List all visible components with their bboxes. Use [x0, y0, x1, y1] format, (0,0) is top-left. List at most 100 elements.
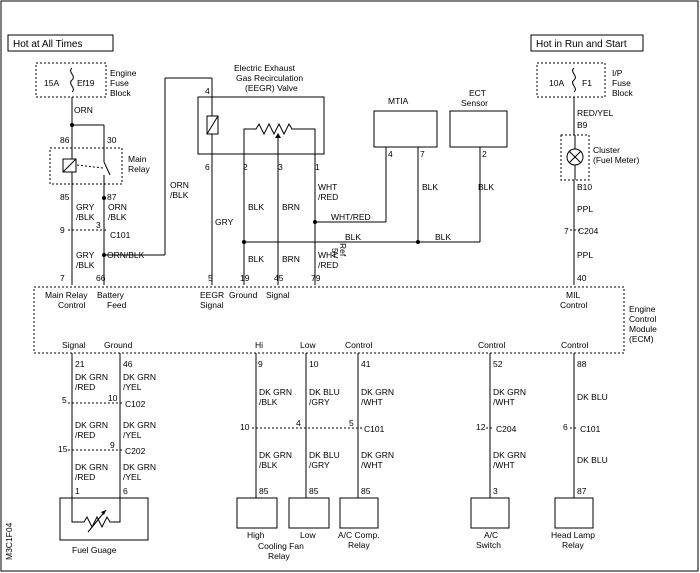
relay-link: [76, 164, 104, 169]
eegr-pin: 2: [243, 162, 248, 172]
ect-title: Sensor: [461, 98, 488, 108]
ecm-label: Signal: [62, 340, 86, 350]
main-relay: [49, 147, 123, 185]
ecm-name: Control: [629, 314, 657, 324]
mtia-module: [373, 110, 438, 148]
connector-pin: 85: [309, 486, 319, 496]
ecm-pin: 79: [311, 273, 321, 283]
connector-pin: 85: [361, 486, 371, 496]
ecm-pin: 7: [60, 273, 65, 283]
head-lamp-title: Relay: [562, 540, 584, 550]
ecm-label: Main Relay: [45, 290, 88, 300]
wire-label: DK BLU: [309, 450, 340, 460]
connector-pin: 10: [240, 422, 250, 432]
wire-label: /WHT: [361, 460, 383, 470]
ac-switch: [470, 497, 510, 529]
ecm-name: Module: [629, 324, 657, 334]
wire-label: DK GRN: [123, 462, 156, 472]
wire-label: /YEL: [123, 430, 142, 440]
ac-comp-relay: [339, 497, 379, 529]
connector-label: C204: [578, 226, 599, 236]
wire-label: /RED: [318, 192, 338, 202]
connector-pin: 3: [493, 486, 498, 496]
connector-pin: B10: [577, 182, 592, 192]
eegr-pin: 4: [205, 86, 210, 96]
wire-label: /BLK: [170, 190, 189, 200]
fuse-ef19-symbol: [70, 67, 74, 93]
connector-pin: B9: [577, 120, 588, 130]
wire-label: DK GRN: [123, 420, 156, 430]
fuse-block-label: Fuse: [110, 78, 129, 88]
eegr-title: Gas Recirculation: [236, 73, 303, 83]
connector-label: C101: [110, 230, 131, 240]
fuel-gauge-title: Fuel Guage: [72, 545, 117, 555]
wire-label: GRY: [76, 202, 95, 212]
connector-pin: 85: [259, 486, 269, 496]
wire-label: DK GRN: [493, 450, 526, 460]
fuse-name-ef19: Ef19: [77, 78, 95, 88]
wire-label: /BLK: [259, 397, 278, 407]
wire-label: ORN: [74, 105, 93, 115]
ecm-pin: 88: [577, 359, 587, 369]
fuse-f1-symbol: [572, 67, 576, 93]
ecm-name: Engine: [629, 304, 656, 314]
wire-label: DK GRN: [361, 450, 394, 460]
head-lamp-title: Head Lamp: [551, 530, 595, 540]
cooling-fan-label: Relay: [268, 551, 290, 561]
wire-label: WHT: [318, 250, 337, 260]
fuel-meter-lamp-x: [568, 150, 582, 164]
ecm-pin: 10: [309, 359, 319, 369]
ecm-label: Ground: [229, 290, 258, 300]
cooling-fan-low-relay: [288, 497, 330, 529]
wire-label: BRN: [282, 202, 300, 212]
connector-label: C204: [496, 424, 517, 434]
relay-switch-arm: [103, 161, 111, 176]
ecm-name: (ECM): [629, 334, 654, 344]
connector-label: C101: [580, 424, 601, 434]
relay-label: Main: [128, 154, 147, 164]
wire-label: GRY: [76, 250, 95, 260]
ect-sensor: [449, 110, 508, 148]
ecm-pin: 40: [577, 273, 587, 283]
wire-label: /BLK: [76, 212, 95, 222]
ecm-pin: 21: [75, 359, 85, 369]
wire-label: GRY: [215, 217, 234, 227]
ac-switch-title: Switch: [476, 540, 501, 550]
fuse-block-label: Block: [612, 88, 634, 98]
connector-pin: 5: [349, 418, 354, 428]
eegr-solenoid-diag: [206, 115, 219, 135]
wire-label: /BLK: [259, 460, 278, 470]
ect-title: ECT: [469, 88, 486, 98]
wire-label: RED/YEL: [577, 108, 614, 118]
cluster-title: Cluster: [593, 145, 620, 155]
wire-label: /RED: [318, 260, 338, 270]
wire-label: DK GRN: [123, 372, 156, 382]
cluster-title: (Fuel Meter): [593, 155, 639, 165]
eegr-pin: 6: [205, 162, 210, 172]
connector-pin: 87: [577, 486, 587, 496]
mtia-pin: 4: [388, 149, 393, 159]
fuel-gauge-resistor: [71, 498, 121, 529]
connector-pin: 10: [108, 393, 118, 403]
hot-at-all-times-label: Hot at All Times: [13, 39, 82, 50]
connector-pin: 9: [60, 225, 65, 235]
wire-label: BRN: [282, 254, 300, 264]
relay-pin: 85: [60, 192, 70, 202]
wire-label: DK GRN: [75, 462, 108, 472]
relay-pin: 86: [60, 135, 70, 145]
connector-pin: 1: [75, 486, 80, 496]
ecm-pin: 46: [123, 359, 133, 369]
connector-pin: 4: [296, 418, 301, 428]
ecm-label: Hi: [255, 340, 263, 350]
wire-label: DK BLU: [577, 455, 608, 465]
head-lamp-relay: [554, 497, 594, 529]
wire-label: BLK: [248, 254, 264, 264]
ac-comp-label: A/C Comp.: [338, 530, 380, 540]
connector-pin: 5: [62, 395, 67, 405]
relay-pin: 87: [107, 192, 117, 202]
mtia-pin: 7: [420, 149, 425, 159]
wire-label: /BLK: [76, 260, 95, 270]
ecm-label: Feed: [107, 300, 127, 310]
